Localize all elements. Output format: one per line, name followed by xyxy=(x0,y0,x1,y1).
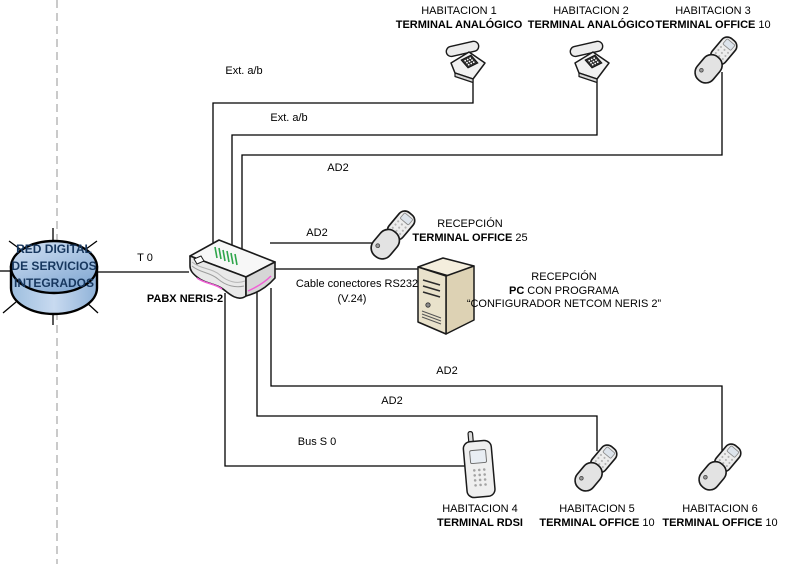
cloud-label: RED DIGITAL DE SERVICIOS INTEGRADOS xyxy=(11,241,96,292)
cloud-label-line3: INTEGRADOS xyxy=(13,276,95,290)
room-name: HABITACION 3 xyxy=(675,5,751,17)
station-label-room4: HABITACION 4 TERMINAL RDSI xyxy=(437,503,523,530)
wire-ad2-room6 xyxy=(270,288,723,452)
pc-drive-slots xyxy=(421,310,442,325)
reception-title: RECEPCIÓN xyxy=(531,271,597,283)
pabx-device xyxy=(189,239,276,299)
link-label-t0: T 0 xyxy=(137,252,153,264)
terminal-type: TERMINAL RDSI xyxy=(437,516,523,529)
pc-power-button xyxy=(425,302,431,308)
wire-ad2-room3 xyxy=(241,72,723,256)
room-name: HABITACION 6 xyxy=(682,503,758,515)
pc-program-name: “CONFIGURADOR NETCOM NERIS 2” xyxy=(466,298,662,310)
pc-bold: PC xyxy=(509,284,525,297)
cylinder-top xyxy=(9,239,99,295)
office25-phone-icon-reception xyxy=(366,206,420,264)
connector-wires xyxy=(97,72,723,467)
terminal-type: TERMINAL OFFICE xyxy=(539,516,640,529)
link-label-ext-ab-room2: Ext. a/b xyxy=(270,112,308,124)
pabx-port xyxy=(193,255,205,265)
reception-pc-tower xyxy=(417,257,475,335)
pabx-green-ticks xyxy=(214,246,238,266)
cloud-rays xyxy=(0,228,99,325)
terminal-type: TERMINAL OFFICE xyxy=(655,18,756,31)
link-label-ad2-room5: AD2 xyxy=(381,395,403,407)
wire-ext-ab-room1 xyxy=(212,79,474,252)
room-name: HABITACION 2 xyxy=(553,5,629,17)
link-label-bus-s0: Bus S 0 xyxy=(297,436,337,448)
room-name: HABITACION 4 xyxy=(442,503,518,515)
terminal-type: TERMINAL OFFICE xyxy=(662,516,763,529)
cloud-label-line1: RED DIGITAL xyxy=(16,242,92,256)
link-label-ad2-reception: AD2 xyxy=(306,227,328,239)
pc-vents xyxy=(422,279,441,298)
station-label-room2: HABITACION 2 TERMINAL ANALÓGICO xyxy=(528,5,655,32)
office10-phone-icon-room3 xyxy=(690,32,742,88)
pabx-label: PABX NERIS-2 xyxy=(146,293,224,305)
rdsi-phone-icon-room4 xyxy=(461,429,497,499)
wire-ext-ab-room2 xyxy=(231,79,598,254)
link-label-ad2-room3: AD2 xyxy=(327,162,349,174)
room-name: HABITACION 5 xyxy=(559,503,635,515)
pabx-magenta-accent xyxy=(196,277,223,290)
room-name: HABITACION 1 xyxy=(421,5,497,17)
pabx-magenta-accent xyxy=(247,275,272,292)
wire-bus-s0-room4 xyxy=(224,293,467,467)
reception-title: RECEPCIÓN xyxy=(437,218,503,230)
link-label-v24: (V.24) xyxy=(337,293,367,305)
link-label-ext-ab-room1: Ext. a/b xyxy=(225,65,263,77)
terminal-type: TERMINAL ANALÓGICO xyxy=(395,18,523,31)
link-label-ad2-room6: AD2 xyxy=(436,365,458,377)
terminal-type: TERMINAL ANALÓGICO xyxy=(527,18,655,31)
office10-phone-icon-room5 xyxy=(570,440,622,496)
link-label-rs232: Cable conectores RS232 xyxy=(295,278,419,290)
office10-phone-icon-room6 xyxy=(694,439,746,495)
wire-ad2-room5 xyxy=(256,290,598,451)
analog-phone-icon-room2 xyxy=(568,39,610,84)
station-label-room1: HABITACION 1 TERMINAL ANALÓGICO xyxy=(396,5,523,32)
isdn-network-cloud xyxy=(0,228,99,325)
analog-phone-icon-room1 xyxy=(444,39,486,84)
terminal-type: TERMINAL OFFICE xyxy=(412,231,513,244)
cloud-label-line2: DE SERVICIOS xyxy=(11,259,97,273)
